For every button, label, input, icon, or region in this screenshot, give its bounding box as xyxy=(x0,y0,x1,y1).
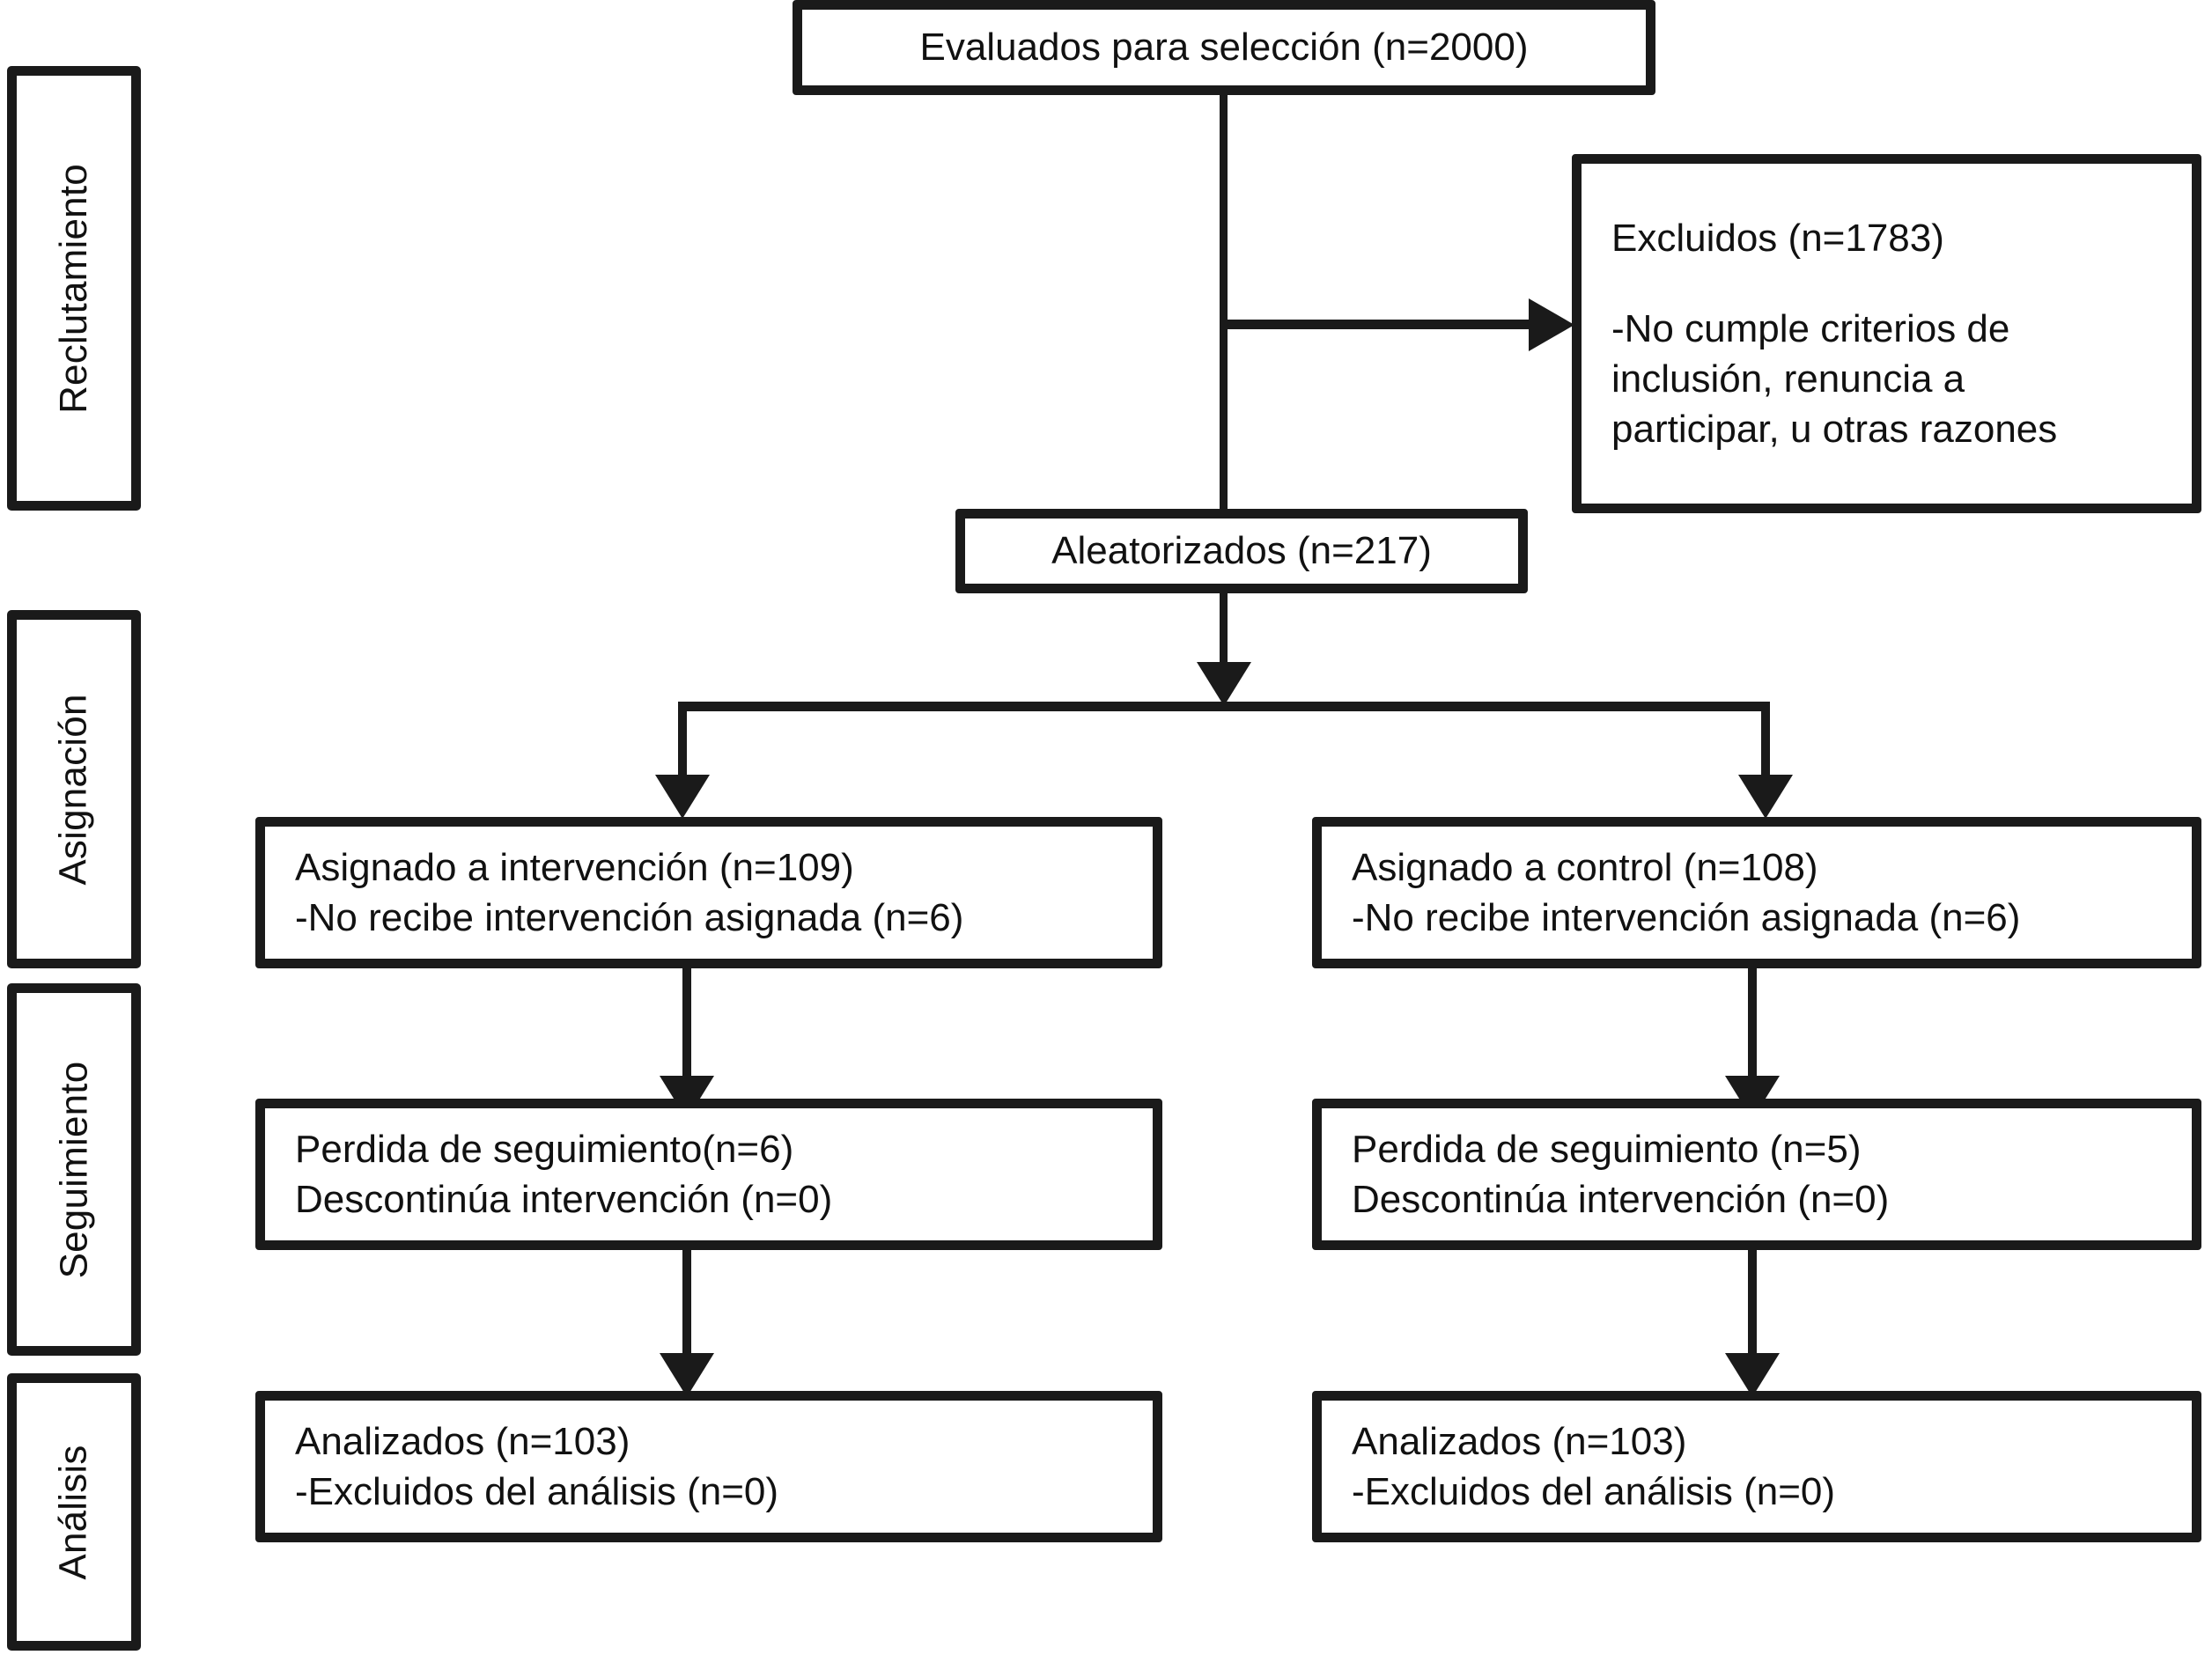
phase-label-analisis: Análisis xyxy=(52,1444,95,1580)
node-randomized-line-1: Aleatorizados (n=217) xyxy=(1051,529,1432,573)
phase-box-asignacion: Asignación xyxy=(7,610,141,968)
phase-box-seguimiento: Seguimiento xyxy=(7,983,141,1356)
connector-followup-to-analysis-left-arrowhead xyxy=(660,1353,714,1397)
connector-followup-to-analysis-right xyxy=(1748,1250,1757,1369)
node-analysis-intervention-line-1: Analizados (n=103) xyxy=(295,1419,630,1463)
connector-to-excluded-shaft xyxy=(1224,320,1532,329)
node-analysis-control: Analizados (n=103) -Excluidos del anális… xyxy=(1312,1391,2201,1542)
node-allocation-control: Asignado a control (n=108) -No recibe in… xyxy=(1312,817,2201,968)
node-allocation-intervention-line-2: -No recibe intervención asignada (n=6) xyxy=(295,896,964,939)
node-analysis-control-line-2: -Excluidos del análisis (n=0) xyxy=(1352,1470,1836,1513)
connector-randomized-arrowhead xyxy=(1197,662,1251,706)
phase-box-reclutamiento: Reclutamiento xyxy=(7,66,141,511)
node-followup-control: Perdida de seguimiento (n=5) Descontinúa… xyxy=(1312,1099,2201,1250)
node-followup-control-line-2: Descontinúa intervención (n=0) xyxy=(1352,1178,1890,1221)
node-analysis-intervention: Analizados (n=103) -Excluidos del anális… xyxy=(255,1391,1162,1542)
node-analysis-intervention-line-2: -Excluidos del análisis (n=0) xyxy=(295,1470,779,1513)
node-followup-intervention: Perdida de seguimiento(n=6) Descontinúa … xyxy=(255,1099,1162,1250)
phase-label-asignacion: Asignación xyxy=(52,693,96,886)
node-excluded-spacer xyxy=(1582,263,2192,304)
node-assessed-line-1: Evaluados para selección (n=2000) xyxy=(919,26,1529,70)
node-allocation-control-line-1: Asignado a control (n=108) xyxy=(1352,845,1818,889)
connector-split-left-arrowhead xyxy=(655,775,710,819)
node-excluded-line-3: inclusión, renuncia a xyxy=(1611,357,1965,401)
node-followup-intervention-line-2: Descontinúa intervención (n=0) xyxy=(295,1178,833,1221)
node-allocation-intervention-line-1: Asignado a intervención (n=109) xyxy=(295,845,854,889)
node-assessed-for-eligibility: Evaluados para selección (n=2000) xyxy=(793,0,1655,95)
node-allocation-control-line-2: -No recibe intervención asignada (n=6) xyxy=(1352,896,2021,939)
phase-label-reclutamiento: Reclutamiento xyxy=(52,163,96,414)
node-excluded-line-1: Excluidos (n=1783) xyxy=(1611,216,1944,260)
node-excluded: Excluidos (n=1783) -No cumple criterios … xyxy=(1572,154,2201,513)
connector-split-right-arrowhead xyxy=(1738,775,1793,819)
connector-split-bar xyxy=(678,702,1770,711)
connector-split-right-drop xyxy=(1761,702,1770,794)
connector-split-left-drop xyxy=(678,702,687,794)
node-allocation-intervention: Asignado a intervención (n=109) -No reci… xyxy=(255,817,1162,968)
connector-randomized-stem xyxy=(1220,593,1228,671)
connector-followup-to-analysis-left xyxy=(682,1250,691,1369)
connector-to-excluded-arrowhead xyxy=(1529,298,1574,351)
node-followup-control-line-1: Perdida de seguimiento (n=5) xyxy=(1352,1127,1862,1171)
connector-followup-to-analysis-right-arrowhead xyxy=(1725,1353,1780,1397)
node-excluded-line-2: -No cumple criterios de xyxy=(1611,306,2010,350)
node-excluded-line-4: participar, u otras razones xyxy=(1611,408,2058,452)
node-analysis-control-line-1: Analizados (n=103) xyxy=(1352,1419,1687,1463)
connector-allocation-to-followup-left xyxy=(682,968,691,1096)
node-followup-intervention-line-1: Perdida de seguimiento(n=6) xyxy=(295,1127,794,1171)
connector-assessed-to-randomized xyxy=(1220,95,1228,509)
node-randomized: Aleatorizados (n=217) xyxy=(955,509,1528,593)
connector-allocation-to-followup-right xyxy=(1748,968,1757,1096)
phase-box-analisis: Análisis xyxy=(7,1373,141,1651)
phase-label-seguimiento: Seguimiento xyxy=(52,1061,95,1278)
